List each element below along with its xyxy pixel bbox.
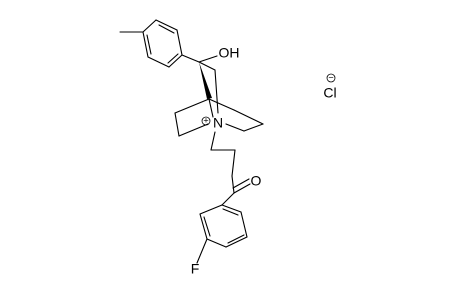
tolyl-carbinol-bond xyxy=(181,54,200,63)
aryl-fluorine-bond xyxy=(196,238,208,264)
tolyl-double-bond xyxy=(158,24,175,34)
tolyl-bond xyxy=(142,19,157,33)
cage-bond xyxy=(225,123,245,132)
cage-bond xyxy=(214,69,219,114)
ketone-double-bond xyxy=(232,178,250,189)
tolyl-double-bond xyxy=(167,53,179,64)
chain-bond xyxy=(231,149,236,177)
carbinol-oh-bond xyxy=(198,55,218,63)
cage-bond xyxy=(243,123,264,132)
ketone-oxygen-label: O xyxy=(251,173,262,189)
cage-bond xyxy=(208,98,235,111)
cage-bond xyxy=(178,123,209,137)
fluorophenyl-bond xyxy=(199,213,208,240)
tolyl-bond xyxy=(155,19,178,31)
fluorophenyl-double-bond xyxy=(227,234,245,244)
fluorophenyl-bond xyxy=(240,211,248,238)
chain-bond xyxy=(231,175,235,194)
carbonyl-aryl-bond xyxy=(221,192,235,206)
chloride-charge: − xyxy=(328,72,333,82)
tolyl-bond xyxy=(147,56,170,68)
nitrogen-charge-circle xyxy=(201,116,211,126)
chain-bond xyxy=(210,131,216,151)
cage-bond xyxy=(233,109,264,125)
tolyl-bond xyxy=(142,31,149,58)
cage-bond xyxy=(198,61,216,71)
fluorophenyl-bond xyxy=(221,204,242,213)
fluorine-label: F xyxy=(191,261,200,277)
chloride-charge-circle xyxy=(326,73,336,83)
tolyl-ring xyxy=(119,19,183,68)
nitrogen-charge: + xyxy=(203,115,208,125)
hydroxyl-label: OH xyxy=(219,45,240,61)
ketone-double-bond xyxy=(233,183,251,194)
quinuclidine-cage xyxy=(174,61,264,137)
cage-bond xyxy=(174,112,180,137)
tolyl-bond xyxy=(168,54,183,68)
fluorophenyl-bond xyxy=(206,238,227,248)
fluorophenyl-double-bond xyxy=(203,216,211,237)
fluorophenyl-ring xyxy=(199,192,248,248)
stereo-wedge-bond xyxy=(199,62,212,99)
chloride-label: Cl xyxy=(323,85,336,101)
cage-bond xyxy=(174,98,210,114)
nitrogen-label: N xyxy=(213,115,223,131)
cage-bond xyxy=(208,98,214,118)
fluorophenyl-double-bond xyxy=(222,208,239,216)
tolyl-double-bond xyxy=(146,34,152,55)
fluorophenyl-bond xyxy=(199,204,223,215)
tolyl-bond xyxy=(176,29,183,56)
fluorophenyl-bond xyxy=(225,236,248,248)
